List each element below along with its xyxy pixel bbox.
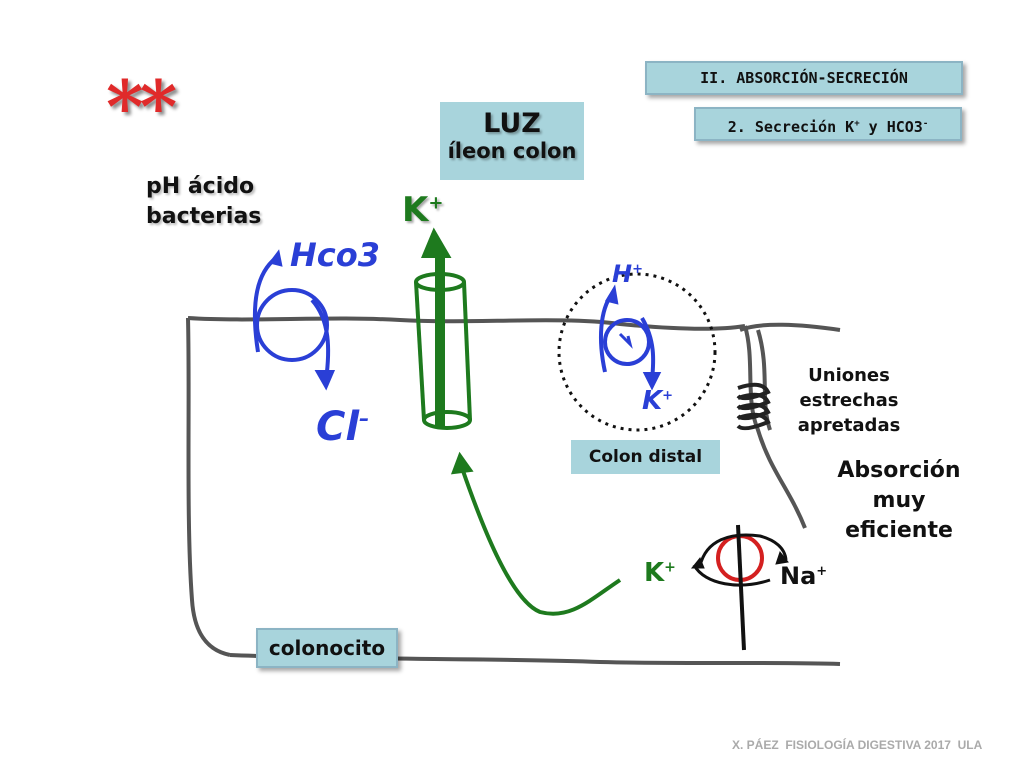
tight-junctions-label: Uniones estrechas apretadas — [790, 363, 908, 438]
colon-distal-text: Colon distal — [588, 447, 703, 467]
stars-mark: ** — [106, 64, 177, 149]
subsection-sup-1: + — [854, 119, 860, 129]
k-basal-charge: + — [664, 559, 676, 576]
ph-label: pH ácido bacterias — [146, 172, 261, 232]
tight-junction-coil — [736, 382, 771, 431]
absorption-line2: eficiente — [845, 518, 953, 543]
na-charge: + — [816, 564, 828, 579]
hco3-cl-exchanger — [252, 249, 336, 391]
cell-membrane-left — [186, 317, 231, 657]
tight-junctions-line2: estrechas — [799, 390, 899, 411]
k-handwritten: K+ — [642, 386, 673, 416]
k-lumen-label: K+ — [402, 190, 443, 230]
k-handwritten-charge: + — [662, 388, 674, 404]
subsection-sup-2: - — [922, 119, 929, 129]
ph-label-line2: bacterias — [146, 204, 262, 229]
lumen-title: LUZ — [483, 108, 541, 139]
ph-label-line1: pH ácido — [146, 174, 255, 199]
cell-membrane-apical — [187, 316, 746, 331]
subsection-prefix: 2. Secreción K — [727, 118, 855, 136]
h-charge: + — [632, 262, 643, 277]
section-header: II. ABSORCIÓN-SECRECIÓN — [645, 61, 963, 95]
tight-junctions-line3: apretadas — [797, 415, 901, 436]
footer-credit: X. PÁEZ FISIOLOGÍA DIGESTIVA 2017 ULA — [732, 738, 983, 752]
cell-membrane-right — [743, 325, 807, 529]
hco3-handwritten: Hco3 — [290, 236, 380, 274]
k-pathway-arrow — [450, 451, 622, 616]
absorption-label: Absorción muy eficiente — [808, 456, 990, 546]
k-basal-symbol: K — [644, 558, 665, 588]
na-k-atpase — [690, 524, 789, 651]
cl-handwritten-text: Cl — [316, 404, 360, 450]
absorption-line1: Absorción muy — [837, 458, 961, 513]
colonocyte-text: colonocito — [268, 636, 386, 660]
na-label: Na+ — [780, 562, 827, 590]
k-lumen-symbol: K — [402, 190, 429, 230]
k-lumen-charge: + — [428, 192, 444, 214]
section-header-text: II. ABSORCIÓN-SECRECIÓN — [700, 69, 908, 87]
subsection-mid: y HCO3 — [859, 118, 923, 136]
tight-junctions-line1: Uniones — [808, 365, 890, 386]
k-channel — [414, 227, 472, 430]
subsection-header: 2. Secreción K+ y HCO3- — [694, 107, 962, 141]
lumen-subtitle: íleon colon — [447, 139, 577, 163]
k-handwritten-text: K — [642, 386, 663, 416]
h-handwritten: H+ — [612, 260, 643, 288]
h-handwritten-text: H — [612, 260, 633, 288]
h-k-pump — [598, 284, 662, 391]
lumen-box: LUZ íleon colon — [440, 102, 584, 180]
k-basal-label: K+ — [644, 558, 676, 588]
colonocyte-label: colonocito — [256, 628, 398, 668]
cl-charge: – — [359, 406, 370, 431]
colon-distal-label: Colon distal — [571, 440, 720, 474]
cl-handwritten: Cl– — [316, 404, 369, 450]
na-symbol: Na — [780, 562, 817, 590]
colon-distal-dotted-circle — [557, 272, 717, 432]
